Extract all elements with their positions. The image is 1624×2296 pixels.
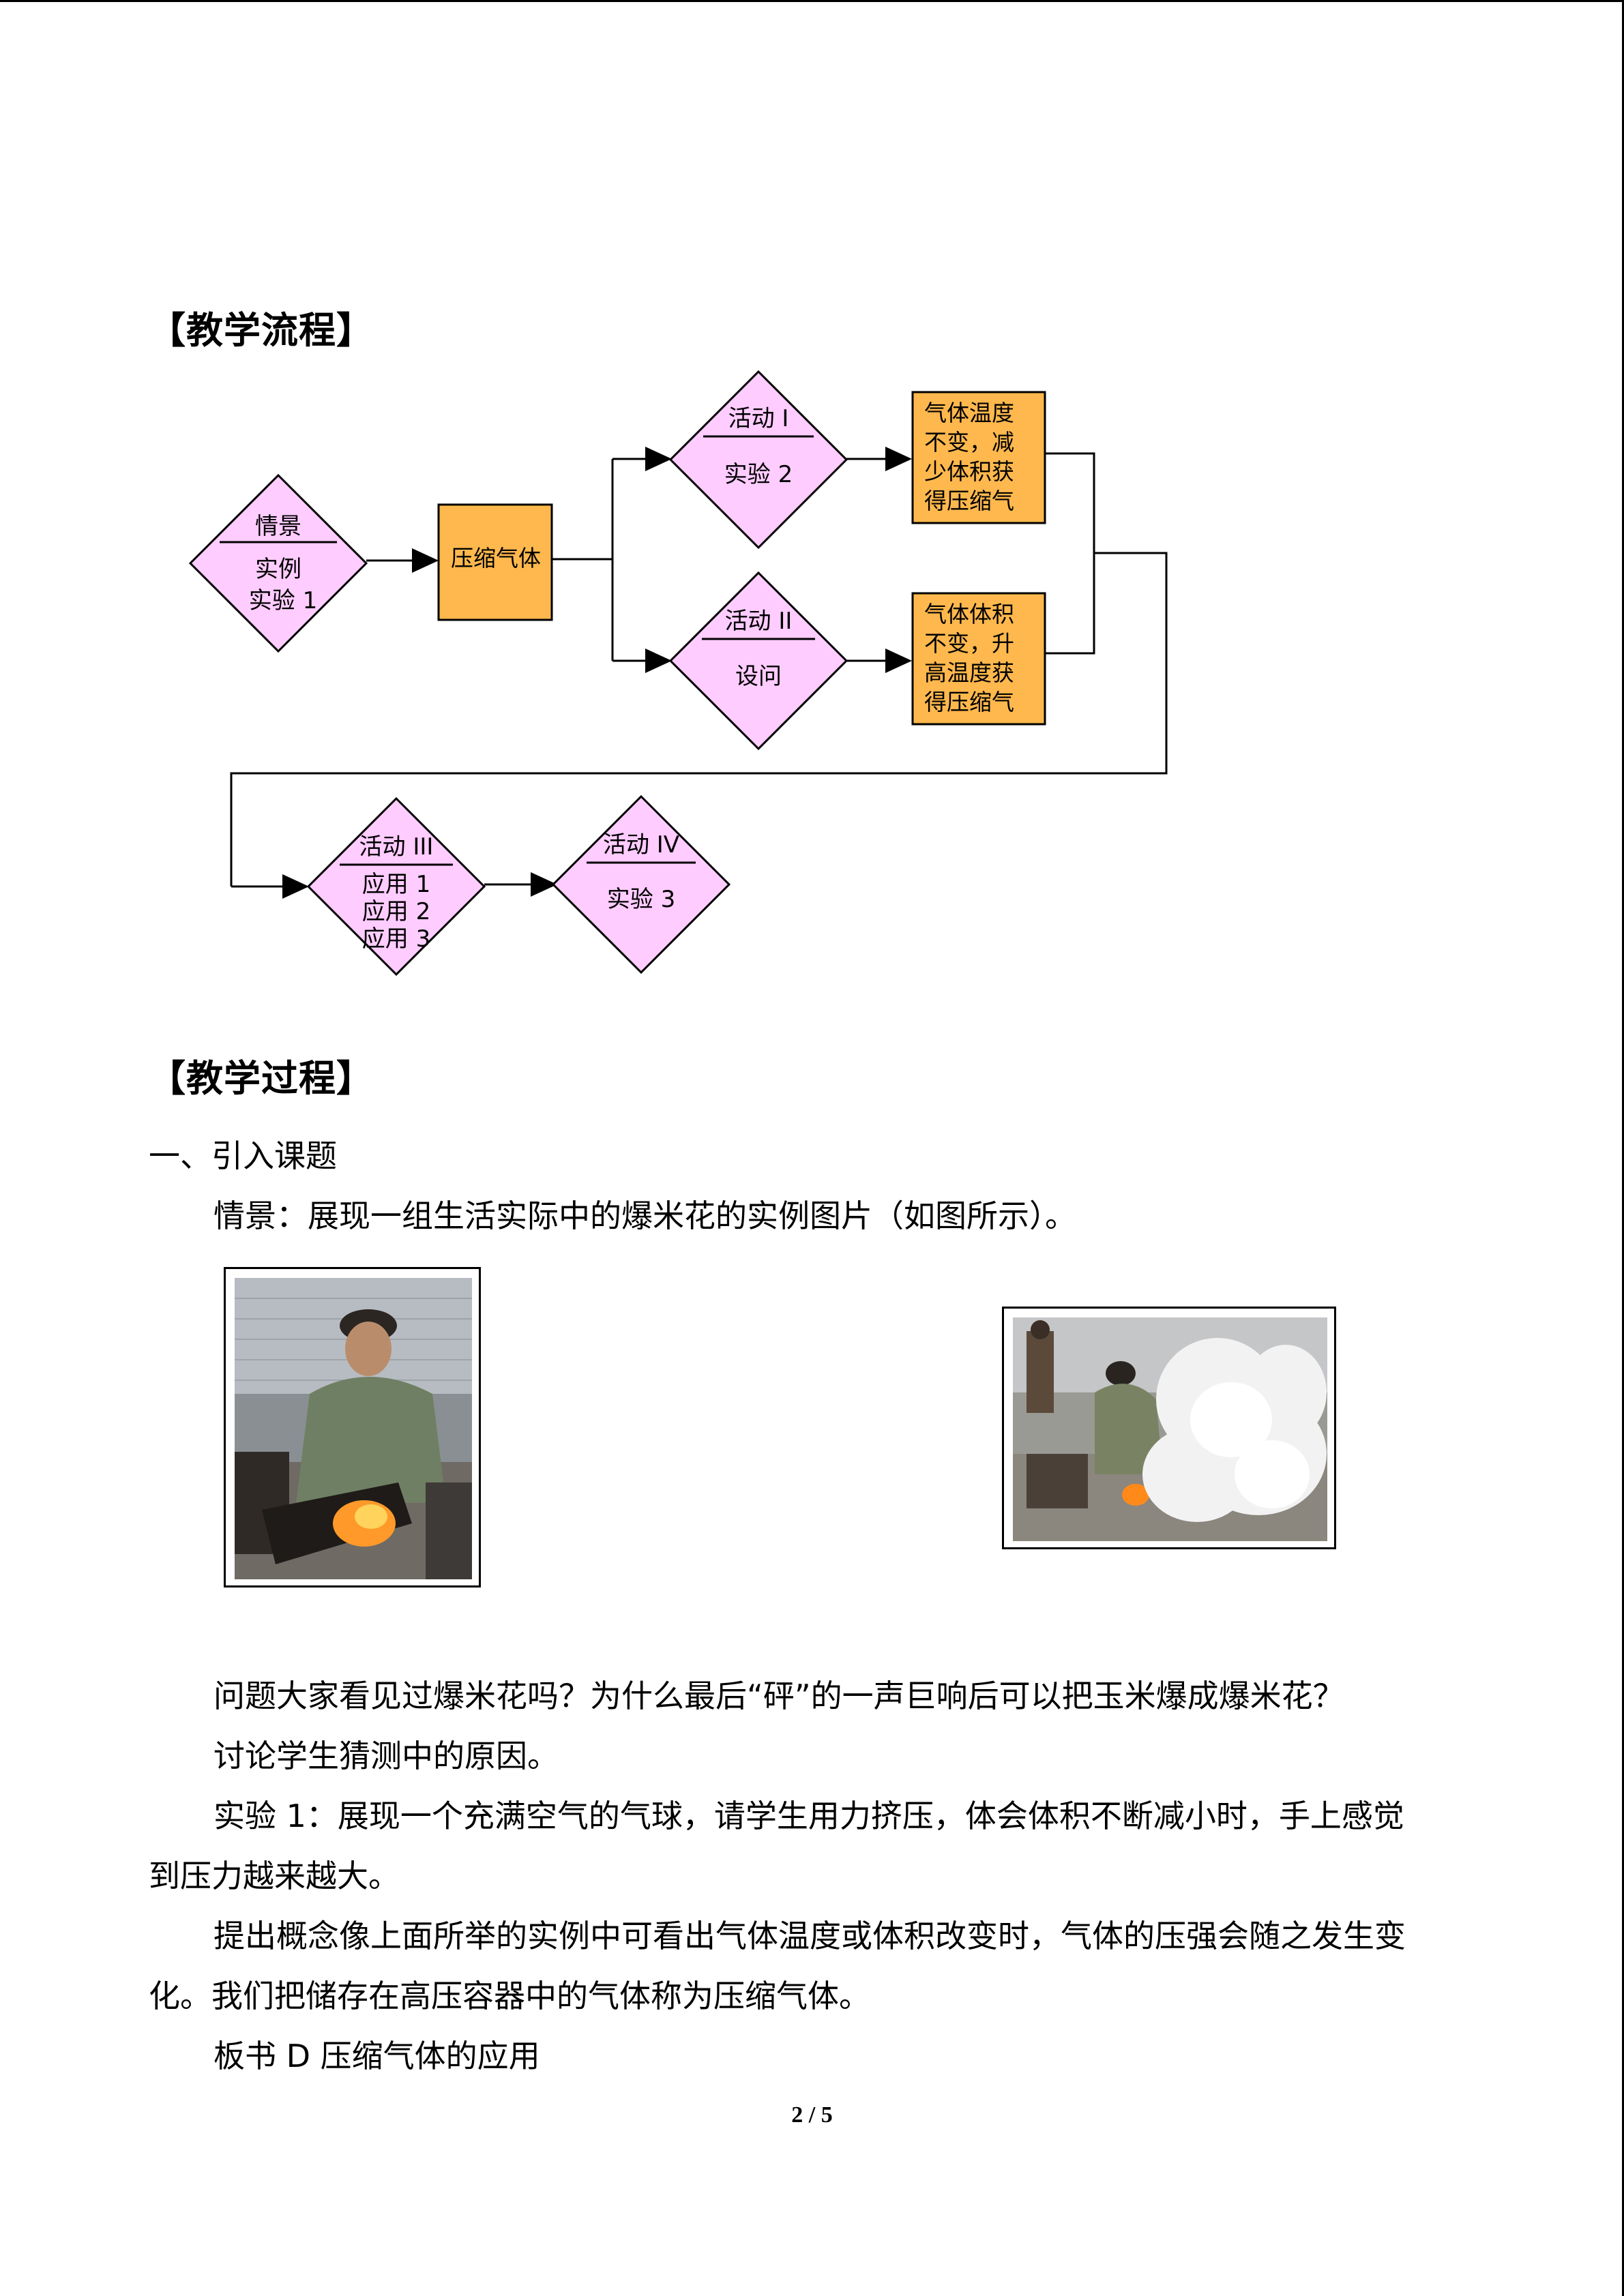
activity-4-label: 活动 IV: [603, 831, 679, 859]
concept-paragraph-line-2: 化。我们把储存在高压容器中的气体称为压缩气体。: [149, 1978, 870, 2014]
concept-paragraph-line-1: 提出概念像上面所举的实例中可看出气体温度或体积改变时，气体的压强会随之发生变: [213, 1918, 1406, 1954]
experiment-1-paragraph-line-1: 实验 1：展现一个充满空气的气球，请学生用力挤压，体会体积不断减小时，手上感觉: [213, 1798, 1404, 1834]
heading-teaching-process: 【教学过程】: [149, 1057, 374, 1100]
activity-1-diamond: 活动 I 实验 2: [668, 370, 848, 550]
result-1-line-4: 得压缩气: [924, 488, 1014, 514]
result-box-2: 气体体积 不变，升 高温度获 得压缩气: [911, 592, 1046, 726]
scene-experiment-label: 实验 1: [249, 587, 317, 614]
activity-1-label: 活动 I: [728, 405, 789, 432]
activity-3-label: 活动 III: [359, 833, 434, 861]
activity-4-diamond: 活动 IV 实验 3: [551, 794, 731, 974]
scene-paragraph: 情景：展现一组生活实际中的爆米花的实例图片（如图所示）。: [213, 1197, 1076, 1234]
activity-1-experiment-label: 实验 2: [724, 461, 793, 488]
compressed-gas-box: 压缩气体: [437, 503, 553, 621]
page-border: [0, 0, 1624, 2]
heading-teaching-flow: 【教学流程】: [149, 309, 374, 352]
scene-example-label: 实例: [255, 556, 301, 583]
result-2-line-2: 不变，升: [924, 630, 1014, 657]
result-1-line-3: 少体积获: [924, 458, 1014, 485]
popcorn-machine-steam-image: [1013, 1317, 1327, 1541]
section-intro-topic: 一、引入课题: [149, 1137, 337, 1174]
activity-2-diamond: 活动 II 设问: [668, 571, 848, 751]
activity-2-question-label: 设问: [735, 663, 782, 690]
question-paragraph: 问题大家看见过爆米花吗？为什么最后“砰”的一声巨响后可以把玉米爆成爆米花？: [213, 1678, 1344, 1714]
activity-3-application-3: 应用 3: [362, 925, 430, 953]
popcorn-photo-1: [224, 1267, 481, 1587]
compressed-gas-label: 压缩气体: [451, 545, 541, 571]
merge-connector: [230, 452, 1168, 899]
activity-2-label: 活动 II: [725, 608, 793, 635]
page-number: 2 / 5: [791, 2102, 833, 2128]
activity-3-application-2: 应用 2: [362, 898, 430, 925]
result-2-line-1: 气体体积: [924, 601, 1014, 627]
activity-3-application-1: 应用 1: [362, 871, 430, 898]
scene-label: 情景: [255, 513, 301, 540]
branch-connector: [552, 447, 672, 673]
popcorn-photo-2: [1002, 1307, 1336, 1549]
result-2-line-4: 得压缩气: [924, 689, 1014, 715]
activity-3-diamond: 活动 III 应用 1 应用 2 应用 3: [306, 796, 486, 976]
popcorn-machine-fire-image: [235, 1278, 472, 1579]
experiment-1-paragraph-line-2: 到压力越来越大。: [149, 1858, 400, 1894]
result-2-line-3: 高温度获: [924, 659, 1014, 686]
scene-diamond: 情景 实例 实验 1: [188, 473, 368, 653]
result-box-1: 气体温度 不变，减 少体积获 得压缩气: [911, 391, 1046, 524]
discussion-paragraph: 讨论学生猜测中的原因。: [213, 1738, 559, 1774]
result-1-line-1: 气体温度: [924, 400, 1014, 426]
result-1-line-2: 不变，减: [924, 429, 1014, 456]
page-border-right: [1622, 0, 1624, 2296]
activity-4-experiment-label: 实验 3: [607, 886, 675, 913]
teaching-flowchart: 情景 实例 实验 1 压缩气体 活动 I 实验 2 活动 II 设问 气体温度 …: [188, 370, 1168, 976]
board-note-paragraph: 板书 D 压缩气体的应用: [213, 2038, 540, 2074]
